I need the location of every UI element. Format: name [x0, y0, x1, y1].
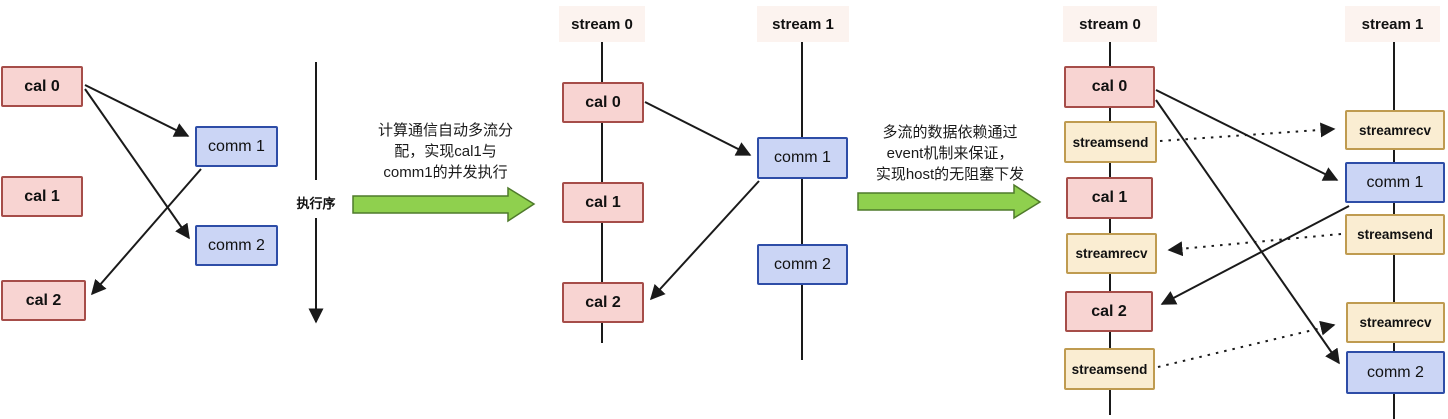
transition1-caption-line2: 配，实现cal1与	[394, 143, 497, 160]
p3-s1-node-comm2: comm 2	[1346, 351, 1445, 394]
arrow-p3-cal0-comm2	[1155, 99, 1340, 365]
p3-s1-node-streamrecv-2: streamrecv	[1346, 302, 1445, 343]
event-arrow-send2-recv2	[1157, 320, 1336, 368]
transition-arrow-1	[352, 186, 536, 223]
transition1-caption-line3: comm1的并发执行	[383, 164, 508, 181]
arrow-p1-cal0-comm2	[84, 88, 190, 240]
p2-node-comm2: comm 2	[757, 244, 848, 285]
p3-stream1-header: stream 1	[1345, 6, 1440, 42]
p1-node-cal1: cal 1	[1, 176, 83, 217]
execution-order-label: 执行序	[290, 191, 342, 214]
p3-s1-node-streamsend: streamsend	[1345, 214, 1445, 255]
transition2-caption-line2: event机制来保证，	[886, 145, 1014, 162]
transition1-caption-line1: 计算通信自动多流分	[377, 122, 513, 139]
p3-s0-node-streamrecv: streamrecv	[1066, 233, 1157, 274]
arrow-p2-comm1-cal2	[649, 180, 760, 301]
transition2-caption-line3: 实现host的无阻塞下发	[875, 166, 1025, 183]
p3-s1-node-streamrecv-1: streamrecv	[1345, 110, 1445, 150]
event-arrow-send1-recv1	[1167, 233, 1342, 257]
p2-node-cal0: cal 0	[562, 82, 644, 123]
p1-node-comm1: comm 1	[195, 126, 278, 167]
transition1-caption: 计算通信自动多流分 配，实现cal1与 comm1的并发执行	[348, 120, 543, 183]
transition2-caption-line1: 多流的数据依赖通过	[882, 124, 1018, 141]
p3-stream0-header: stream 0	[1063, 6, 1157, 42]
p2-node-cal2: cal 2	[562, 282, 644, 323]
p3-s0-node-cal2: cal 2	[1065, 291, 1153, 332]
p3-s0-node-cal1: cal 1	[1066, 177, 1153, 219]
transition-arrow-2	[857, 183, 1042, 220]
p2-node-comm1: comm 1	[757, 137, 848, 179]
p2-stream1-header: stream 1	[757, 6, 849, 42]
p1-node-cal0: cal 0	[1, 66, 83, 107]
p2-node-cal1: cal 1	[562, 182, 644, 223]
p1-node-comm2: comm 2	[195, 225, 278, 266]
transition2-caption: 多流的数据依赖通过 event机制来保证， 实现host的无阻塞下发	[852, 122, 1048, 185]
arrow-p2-cal0-comm1	[644, 101, 752, 156]
p1-node-cal2: cal 2	[1, 280, 86, 321]
p2-stream0-header: stream 0	[559, 6, 645, 42]
event-arrow-send0-recv0	[1159, 122, 1336, 142]
p3-s0-node-cal0: cal 0	[1064, 66, 1155, 108]
arrow-p3-comm1-cal2	[1160, 205, 1350, 305]
p3-s0-node-streamsend-2: streamsend	[1064, 348, 1155, 390]
arrow-p1-cal0-comm1	[84, 84, 190, 137]
p3-s1-node-comm1: comm 1	[1345, 162, 1445, 203]
arrow-p1-comm1-cal2	[91, 168, 202, 296]
p3-s0-node-streamsend-1: streamsend	[1064, 121, 1157, 163]
